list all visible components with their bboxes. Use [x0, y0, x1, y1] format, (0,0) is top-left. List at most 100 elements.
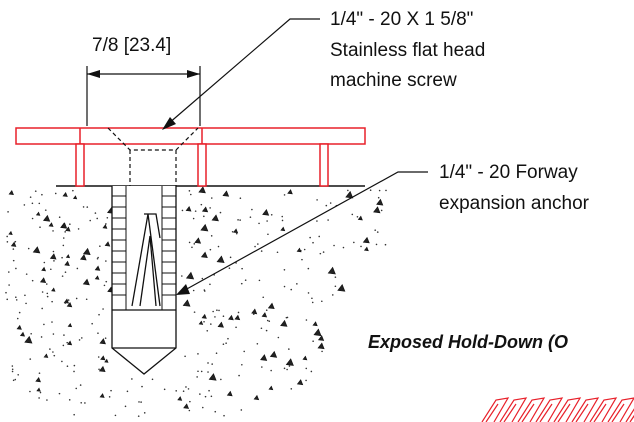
aggregate-dot [214, 410, 217, 413]
aggregate-dot [239, 197, 242, 199]
aggregate-dot [285, 316, 288, 319]
aggregate-dot [223, 414, 225, 417]
aggregate-stone [104, 241, 111, 247]
aggregate-dot [80, 337, 83, 339]
aggregate-stone [200, 223, 209, 232]
red-hatch-stroke [535, 397, 564, 422]
aggregate-dot [86, 206, 89, 208]
aggregate-dot [40, 336, 43, 338]
aggregate-dot [58, 216, 61, 219]
aggregate-dot [91, 322, 93, 325]
aggregate-dot [290, 388, 293, 390]
aggregate-dot [5, 291, 7, 294]
aggregate-dot [14, 378, 17, 381]
aggregate-stone [39, 277, 47, 283]
aggregate-dot [209, 283, 211, 286]
aggregate-dot [192, 217, 195, 220]
aggregate-dot [75, 297, 78, 300]
aggregate-dot [268, 320, 271, 323]
aggregate-dot [210, 395, 213, 398]
aggregate-dot [200, 370, 203, 373]
aggregate-stone [19, 331, 26, 337]
aggregate-dot [51, 321, 53, 323]
aggregate-dot [52, 250, 55, 253]
aggregate-dot [44, 209, 47, 211]
aggregate-dot [374, 229, 377, 231]
aggregate-dot [209, 207, 211, 209]
aggregate-stone [211, 214, 219, 222]
aggregate-dot [38, 397, 40, 399]
fixture-leg-center [197, 143, 207, 187]
aggregate-dot [181, 209, 184, 212]
aggregate-stone [94, 265, 101, 271]
aggregate-dot [6, 298, 9, 301]
aggregate-dot [197, 353, 199, 355]
aggregate-stone [357, 215, 363, 221]
aggregate-dot [69, 223, 71, 225]
aggregate-stone [228, 314, 234, 321]
aggregate-stone [94, 275, 100, 280]
aggregate-dot [321, 350, 323, 353]
aggregate-dot [207, 371, 209, 373]
aggregate-dot [239, 219, 241, 221]
screw-callout-line-2: Stainless flat head [330, 40, 485, 61]
aggregate-dot [214, 316, 216, 318]
aggregate-dot [240, 282, 243, 285]
aggregate-dot [75, 387, 78, 390]
aggregate-stone [280, 319, 288, 327]
aggregate-dot [27, 247, 30, 250]
aggregate-dot [206, 329, 209, 332]
aggregate-dot [102, 308, 104, 310]
aggregate-stone [98, 365, 106, 373]
aggregate-dot [277, 336, 280, 339]
aggregate-dot [312, 241, 314, 244]
aggregate-dot [62, 344, 65, 347]
aggregate-dot [257, 243, 259, 245]
aggregate-stone [100, 355, 106, 361]
aggregate-dot [54, 192, 57, 195]
aggregate-dot [281, 215, 284, 218]
aggregate-stone [8, 230, 13, 235]
aggregate-stone [198, 320, 204, 325]
aggregate-dot [193, 243, 196, 245]
aggregate-dot [106, 216, 109, 219]
aggregate-dot [203, 215, 205, 218]
aggregate-stone [43, 214, 51, 222]
aggregate-dot [251, 208, 253, 211]
aggregate-dot [241, 363, 243, 366]
aggregate-dot [181, 275, 183, 277]
aggregate-stone [66, 301, 73, 308]
aggregate-dot [105, 223, 107, 225]
aggregate-dot [8, 271, 10, 273]
aggregate-dot [16, 317, 19, 320]
aggregate-dot [64, 302, 67, 304]
aggregate-stone [32, 246, 41, 254]
aggregate-dot [353, 241, 355, 244]
aggregate-dot [80, 401, 83, 404]
aggregate-dot [222, 315, 225, 318]
aggregate-dot [44, 356, 47, 358]
aggregate-stone [373, 206, 381, 214]
aggregate-dot [329, 202, 332, 204]
aggregate-dot [137, 415, 140, 417]
aggregate-dot [30, 332, 32, 335]
aggregate-dot [72, 189, 74, 192]
aggregate-dot [316, 199, 318, 201]
aggregate-dot [11, 365, 14, 367]
screw-callout-line-1: 1/4" - 20 X 1 5/8" [330, 9, 473, 30]
aggregate-stone [41, 266, 46, 272]
aggregate-dot [229, 256, 232, 259]
aggregate-dot [52, 351, 54, 353]
aggregate-stone [182, 299, 191, 307]
aggregate-stone [35, 376, 41, 383]
aggregate-dot [73, 364, 76, 367]
red-hatch-stroke [629, 414, 634, 422]
aggregate-dot [138, 401, 140, 403]
aggregate-dot [200, 203, 203, 206]
aggregate-dot [151, 378, 154, 381]
aggregate-dot [140, 401, 142, 403]
red-hatch-stroke [517, 397, 546, 422]
aggregate-dot [175, 390, 178, 392]
aggregate-stone [65, 254, 71, 259]
aggregate-dot [97, 332, 99, 334]
